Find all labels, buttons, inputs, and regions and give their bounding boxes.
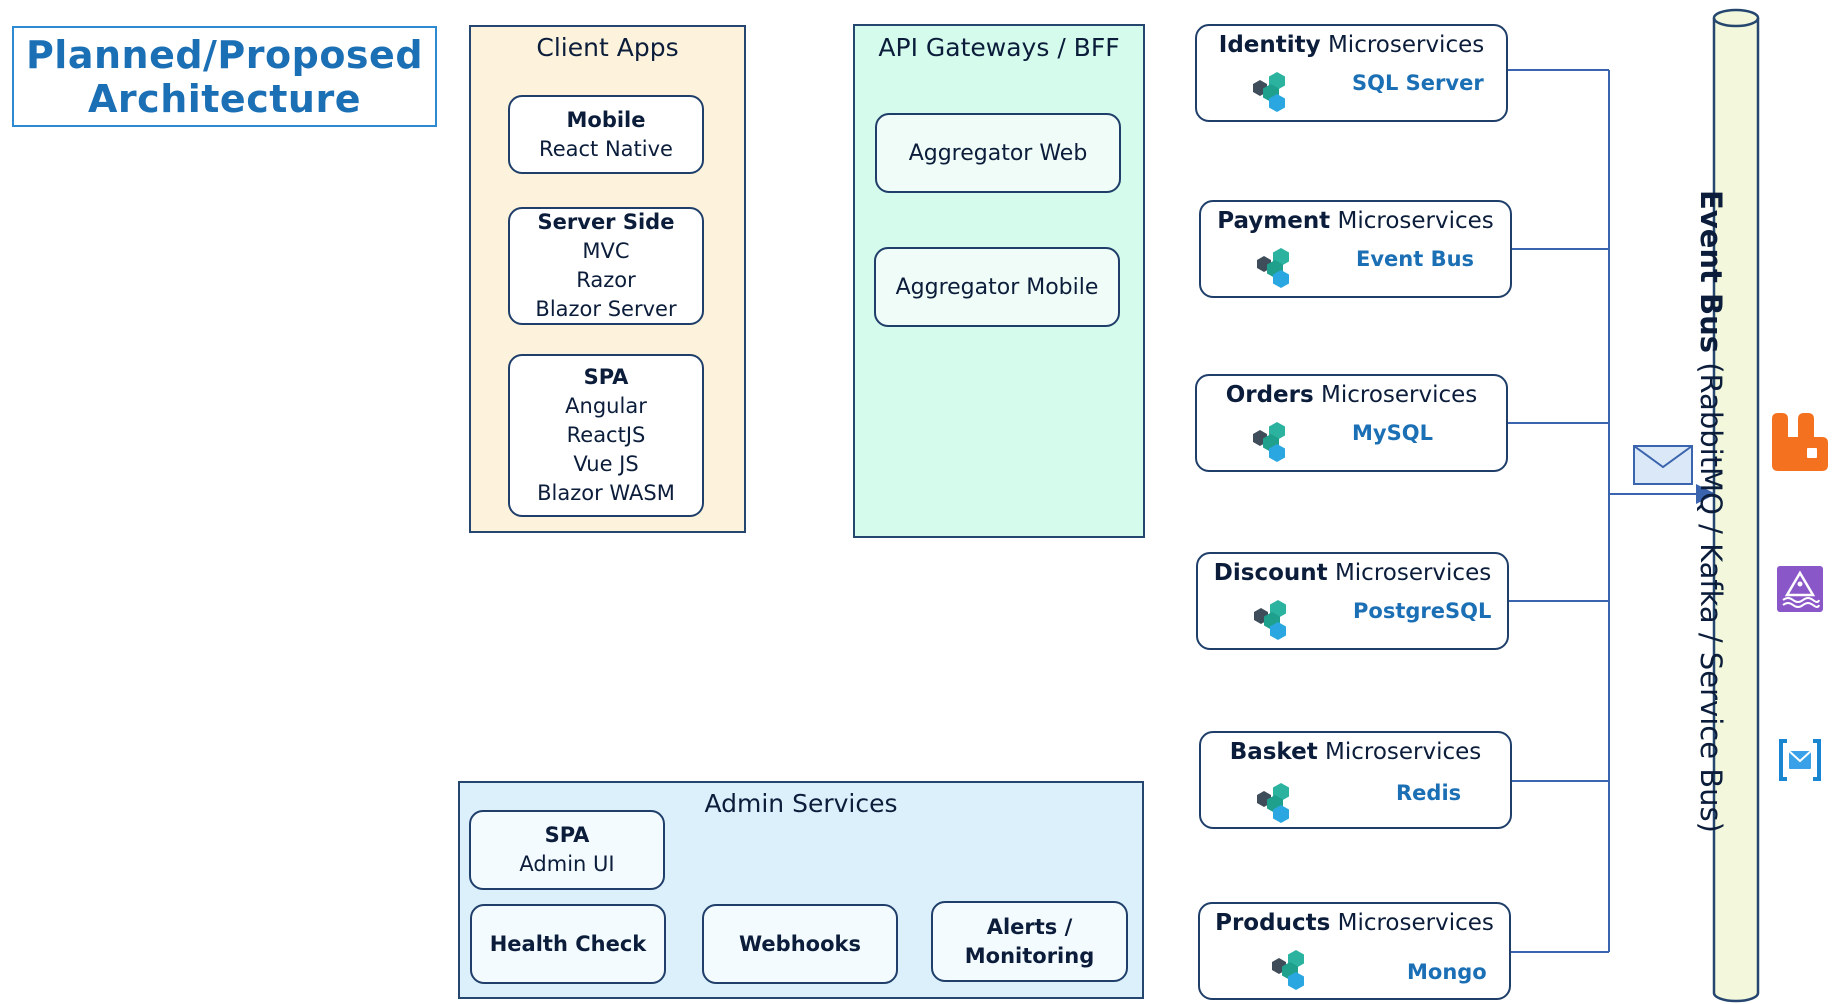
hexagon-cluster-icon: [1272, 950, 1304, 990]
spa-line: Blazor WASM: [537, 481, 675, 505]
diagram-title: Planned/Proposed Architecture: [12, 26, 437, 127]
microservice-suffix: Microservices: [1337, 910, 1494, 936]
microservice-database: PostgreSQL: [1353, 599, 1492, 623]
microservice-name: Payment: [1217, 208, 1331, 234]
server-side-line: Razor: [576, 268, 636, 292]
hexagon-cluster-icon: [1253, 422, 1285, 462]
server-side-heading: Server Side: [537, 210, 675, 234]
microservice-title: Discount Microservices: [1198, 560, 1507, 586]
microservice-box-products: Products Microservices Mongo: [1198, 902, 1511, 1000]
microservice-title: Payment Microservices: [1201, 208, 1510, 234]
spa-heading: SPA: [583, 365, 629, 389]
microservice-box-orders: Orders Microservices MySQL: [1195, 374, 1508, 472]
aggregator-web-box: Aggregator Web: [875, 113, 1121, 193]
microservice-box-identity: Identity Microservices SQL Server: [1195, 24, 1508, 122]
mobile-line: React Native: [539, 136, 673, 161]
hexagon-cluster-icon: [1254, 600, 1286, 640]
title-line-1: Planned/Proposed: [25, 32, 424, 77]
microservice-box-discount: Discount Microservices PostgreSQL: [1196, 552, 1509, 650]
alerts-monitoring-box: Alerts / Monitoring: [931, 901, 1128, 982]
webhooks-box: Webhooks: [702, 904, 898, 984]
microservice-suffix: Microservices: [1325, 739, 1482, 765]
microservice-title: Basket Microservices: [1201, 739, 1510, 765]
alerts-line-1: Alerts /: [986, 914, 1073, 939]
hexagon-cluster-icon: [1257, 248, 1289, 288]
spa-line: Vue JS: [573, 452, 639, 476]
microservice-title: Orders Microservices: [1197, 382, 1506, 408]
title-line-2: Architecture: [88, 76, 361, 121]
microservice-database: Mongo: [1407, 960, 1487, 984]
event-bus-rest: (RabbitMQ / Kafka / Service Bus): [1694, 353, 1728, 833]
webhooks-label: Webhooks: [739, 931, 861, 956]
alerts-line-2: Monitoring: [964, 943, 1095, 968]
envelope-icon: [1633, 445, 1693, 485]
microservice-database: MySQL: [1352, 421, 1433, 445]
client-apps-title: Client Apps: [536, 33, 679, 62]
microservice-name: Orders: [1225, 382, 1314, 408]
aggregator-web-label: Aggregator Web: [908, 140, 1088, 166]
server-side-box: Server Side MVC Razor Blazor Server: [508, 207, 704, 325]
health-check-box: Health Check: [470, 904, 666, 984]
hexagon-cluster-icon: [1253, 72, 1285, 112]
admin-spa-heading: SPA: [544, 823, 590, 847]
microservice-database: SQL Server: [1352, 71, 1484, 95]
event-bus-cylinder: [1712, 8, 1760, 1003]
microservice-title: Products Microservices: [1200, 910, 1509, 936]
admin-services-title: Admin Services: [704, 789, 898, 818]
microservice-title: Identity Microservices: [1197, 32, 1506, 58]
event-bus-label: Event Bus (RabbitMQ / Kafka / Service Bu…: [1694, 190, 1728, 833]
microservice-database: Event Bus: [1356, 247, 1475, 271]
spa-line: Angular: [565, 394, 647, 418]
server-side-line: MVC: [582, 239, 630, 263]
microservice-box-basket: Basket Microservices Redis: [1199, 731, 1512, 829]
mobile-box: Mobile React Native: [508, 95, 704, 174]
aggregator-mobile-box: Aggregator Mobile: [874, 247, 1120, 327]
microservice-suffix: Microservices: [1321, 382, 1478, 408]
microservice-name: Discount: [1213, 560, 1328, 586]
microservice-name: Products: [1215, 910, 1331, 936]
spa-line: ReactJS: [566, 423, 646, 447]
microservice-suffix: Microservices: [1327, 32, 1485, 58]
spa-box: SPA Angular ReactJS Vue JS Blazor WASM: [508, 354, 704, 517]
health-check-label: Health Check: [489, 931, 647, 956]
admin-spa-line: Admin UI: [519, 852, 615, 876]
server-side-line: Blazor Server: [535, 297, 677, 321]
hexagon-cluster-icon: [1257, 783, 1289, 823]
rabbitmq-logo-icon: [1772, 413, 1828, 471]
api-gateways-title: API Gateways / BFF: [878, 33, 1120, 62]
microservice-database: Redis: [1396, 781, 1462, 805]
aggregator-mobile-label: Aggregator Mobile: [895, 274, 1099, 300]
microservice-suffix: Microservices: [1337, 208, 1494, 234]
kafka-stream-icon: [1777, 566, 1823, 612]
microservice-name: Basket: [1229, 739, 1318, 765]
microservice-box-payment: Payment Microservices Event Bus: [1199, 200, 1512, 298]
service-bus-icon: [1779, 739, 1821, 781]
mobile-heading: Mobile: [566, 107, 646, 132]
event-bus-bold: Event Bus: [1694, 190, 1728, 353]
microservice-suffix: Microservices: [1334, 560, 1492, 586]
admin-spa-box: SPA Admin UI: [469, 810, 665, 890]
microservice-name: Identity: [1218, 32, 1321, 58]
